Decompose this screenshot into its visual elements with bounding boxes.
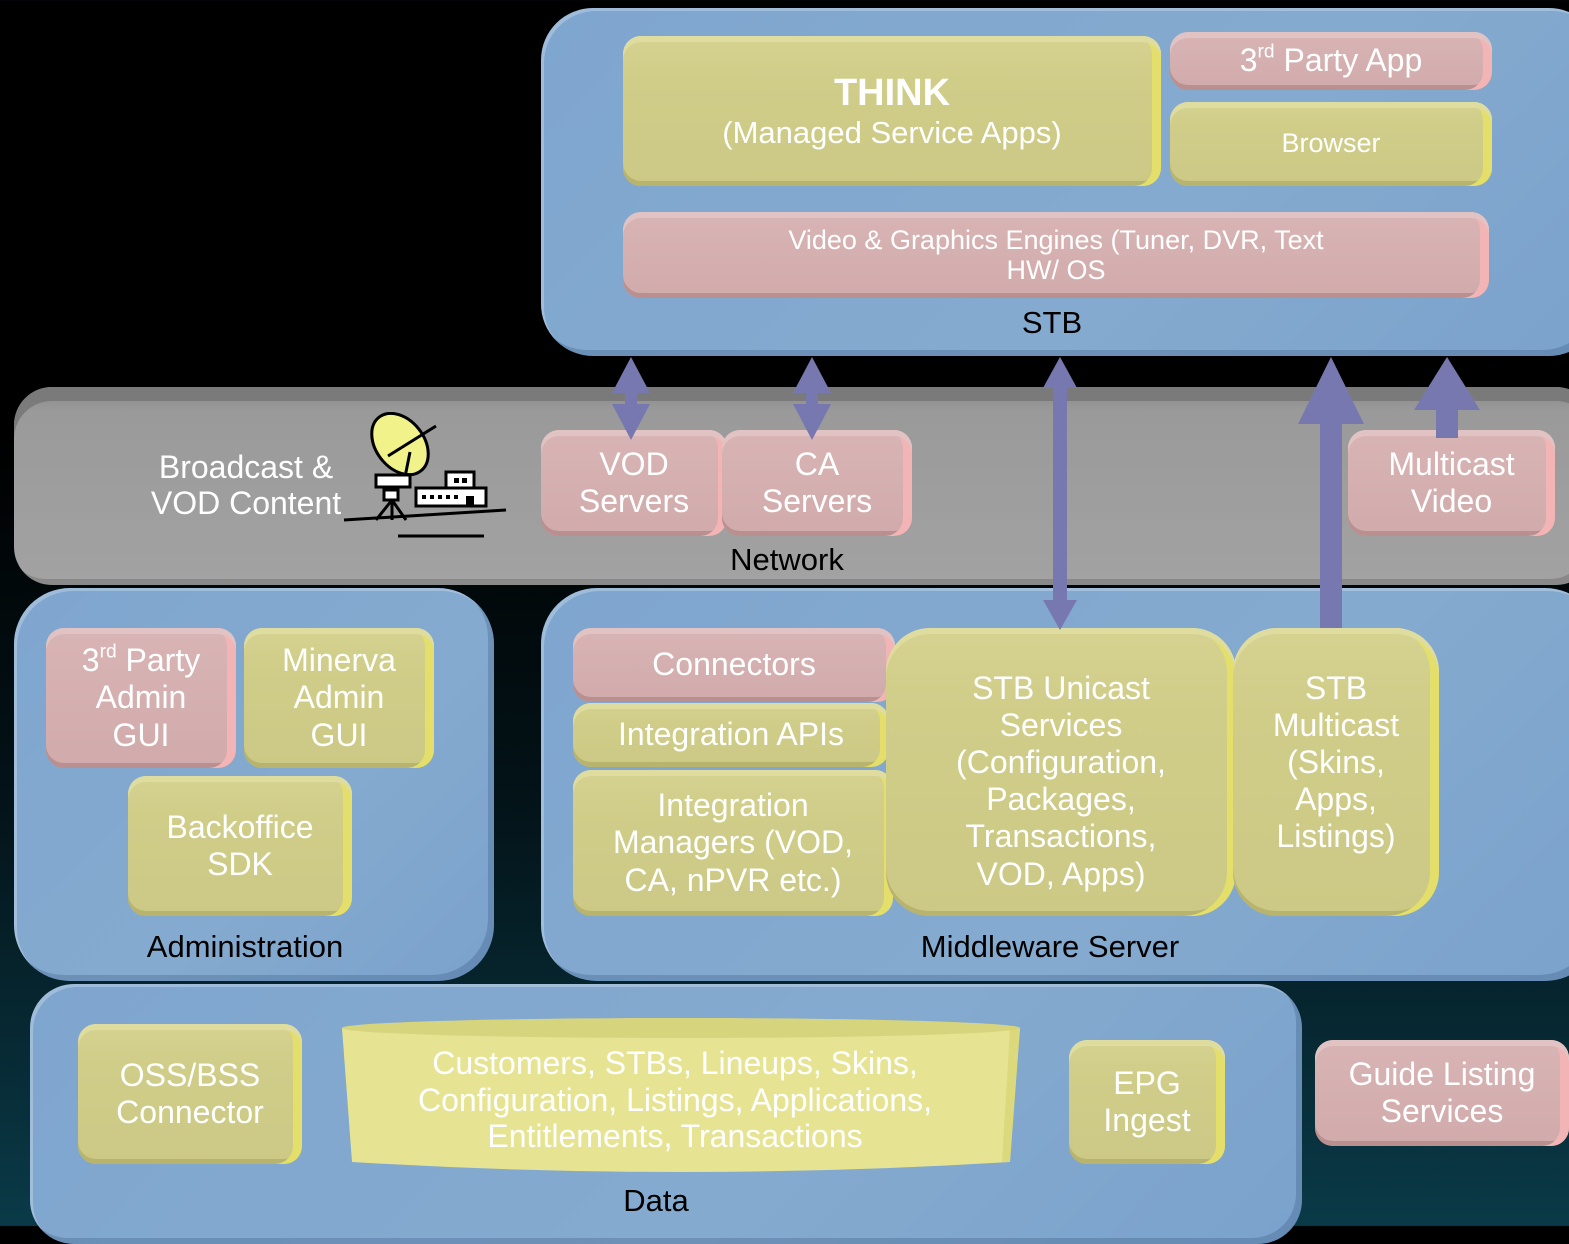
vod-servers-box: VOD Servers — [541, 430, 727, 536]
network-layer-label: Network — [730, 542, 844, 577]
integration-managers-box: Integration Managers (VOD, CA, nPVR etc.… — [573, 770, 893, 916]
third-party-app-box: 3rd Party App — [1170, 32, 1492, 90]
stb-multicast-box: STB Multicast (Skins, Apps, Listings) — [1233, 628, 1439, 916]
think-box: THINK (Managed Service Apps) — [623, 36, 1161, 186]
multicast-stb-arrow — [1298, 357, 1364, 628]
unicast-stb-arrow — [1043, 357, 1077, 630]
vod-stb-arrow — [612, 357, 650, 440]
video-graphics-engines-box: Video & Graphics Engines (Tuner, DVR, Te… — [623, 212, 1489, 298]
middleware-server-layer-label: Middleware Server — [920, 929, 1180, 964]
data-layer-label: Data — [623, 1183, 689, 1218]
engines-line2: HW/ OS — [1006, 255, 1106, 285]
browser-label: Browser — [1281, 128, 1381, 159]
satellite-dish-icon — [343, 412, 507, 538]
administration-layer-label: Administration — [146, 929, 344, 964]
engines-line1: Video & Graphics Engines (Tuner, DVR, Te… — [788, 224, 1324, 255]
stb-layer-label: STB — [1021, 305, 1083, 340]
stb-unicast-services-box: STB Unicast Services (Configuration, Pac… — [886, 628, 1236, 916]
minerva-admin-gui-box: Minerva Admin GUI — [244, 628, 434, 768]
third-party-app-label: 3rd Party App — [1239, 42, 1423, 79]
think-subtitle: (Managed Service Apps) — [722, 115, 1062, 151]
oss-bss-connector-box: OSS/BSS Connector — [78, 1024, 302, 1164]
multicast-video-box: Multicast Video — [1348, 430, 1555, 536]
database-cylinder — [342, 1018, 1020, 1172]
guide-listing-services-box: Guide Listing Services — [1315, 1040, 1569, 1146]
backoffice-sdk-box: Backoffice SDK — [128, 776, 352, 916]
ca-servers-box: CA Servers — [722, 430, 912, 536]
third-party-admin-gui-box: 3rd Party Admin GUI — [46, 628, 236, 768]
multicast-video-stb-arrow — [1414, 357, 1480, 438]
epg-ingest-box: EPG Ingest — [1069, 1040, 1225, 1164]
connectors-box: Connectors — [573, 628, 895, 702]
ca-stb-arrow — [793, 357, 831, 440]
broadcast-vod-content-label: Broadcast & VOD Content — [150, 449, 342, 521]
browser-box: Browser — [1170, 102, 1492, 186]
think-title: THINK — [833, 71, 951, 114]
integration-apis-box: Integration APIs — [573, 703, 889, 767]
database-contents: Customers, STBs, Lineups, Skins, Configu… — [417, 1045, 933, 1155]
